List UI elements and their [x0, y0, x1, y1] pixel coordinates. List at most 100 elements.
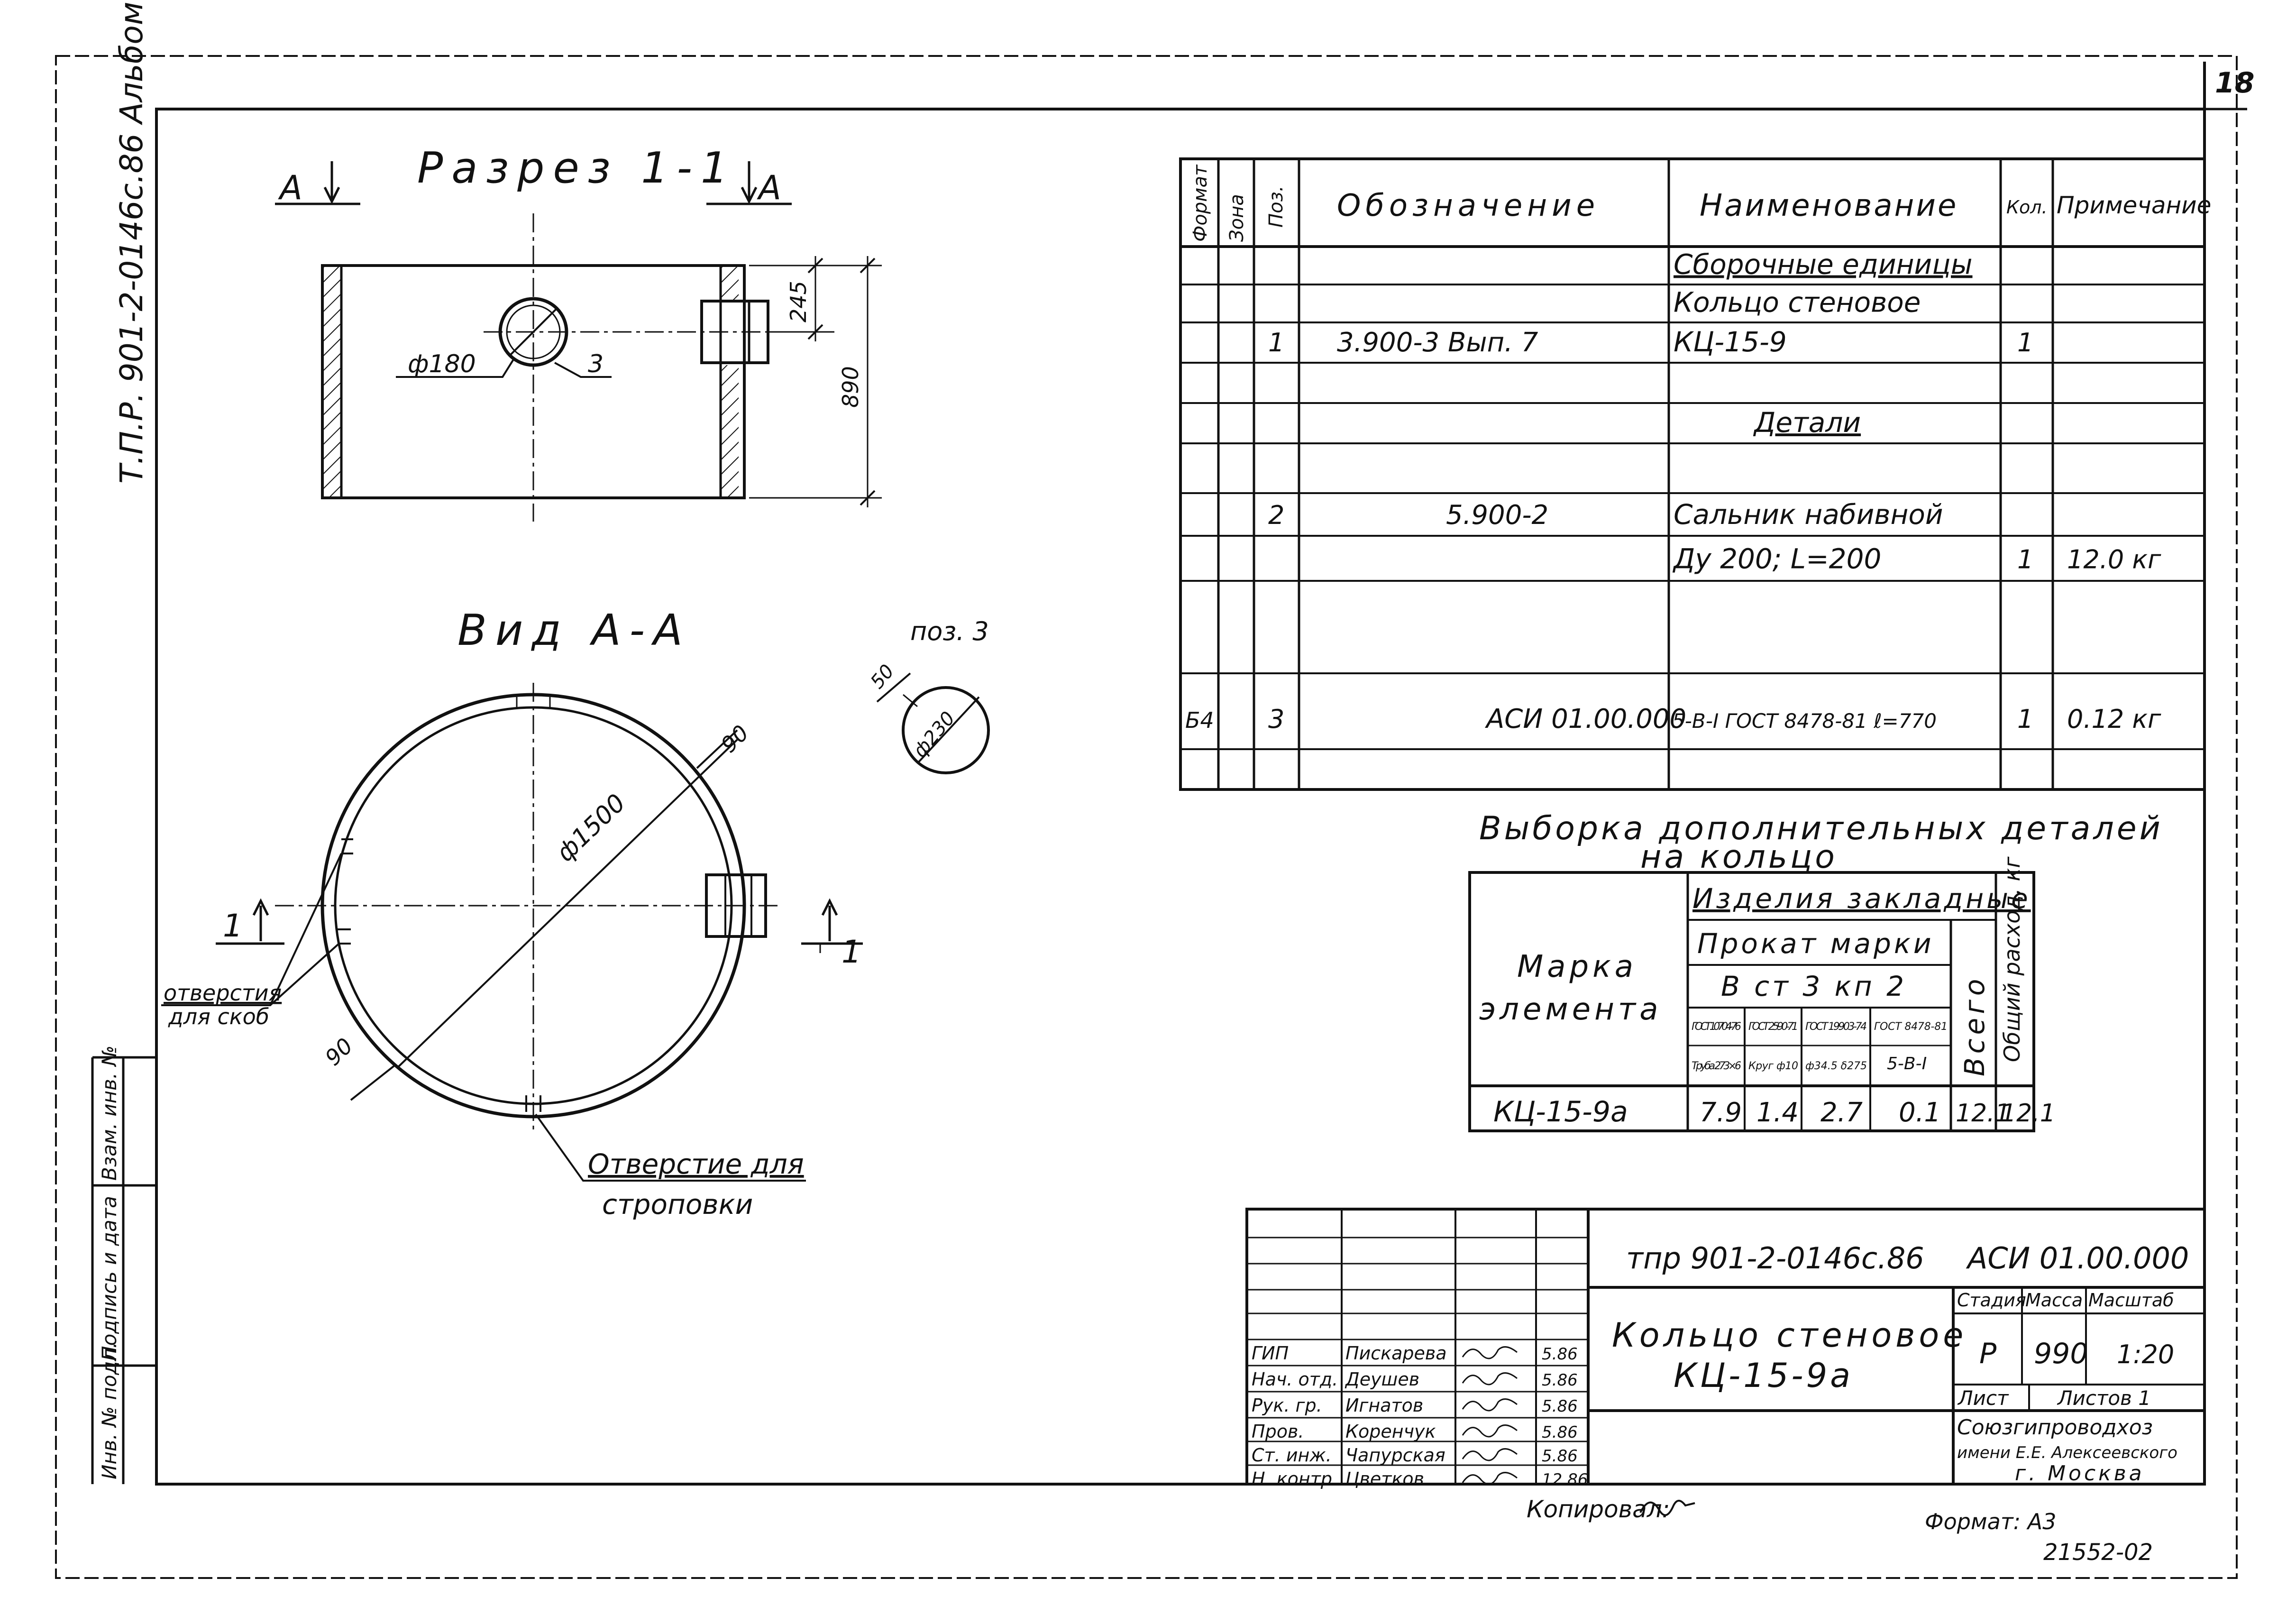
signature-name: Пискарева: [1345, 1343, 1447, 1364]
col-note-header: Примечание: [2057, 192, 2211, 219]
bracket-holes-note-2: для скоб: [168, 1004, 269, 1029]
spec-cell-pos: 3: [1268, 704, 1284, 734]
extra-title-1: Выборка дополнительных деталей: [1479, 810, 2163, 847]
format-label: Формат: А3: [1925, 1509, 2056, 1534]
signature-date: 5.86: [1542, 1423, 1578, 1442]
dim-offset-245: 245: [786, 281, 811, 322]
org-line-3: г. Москва: [2015, 1461, 2145, 1486]
side-stamp: Т.П.Р. 901-2-0146с.86 Альбом II: [113, 0, 150, 484]
signature-date: 12.86: [1542, 1470, 1588, 1489]
extra-total: 12.1: [1956, 1099, 2011, 1128]
extra-val-3: 2.7: [1820, 1097, 1863, 1128]
signature-role: Н. контр.: [1252, 1468, 1338, 1489]
signature-date-label: Подпись и дата: [98, 1196, 121, 1361]
signature-date: 5.86: [1542, 1345, 1578, 1364]
spec-cell-note: 0.12 кг: [2067, 704, 2161, 734]
org-line-1: Союзгипроводхоз: [1957, 1415, 2153, 1440]
sheet-label: Лист: [1957, 1386, 2009, 1410]
handwritten-signature: [1462, 1472, 1518, 1485]
signature-date: 5.86: [1542, 1371, 1578, 1390]
sheet-number: 18: [2215, 66, 2255, 100]
spec-cell-name: Сальник набивной: [1674, 498, 1943, 531]
signature-date: 5.86: [1542, 1397, 1578, 1416]
stage-header: Стадия: [1957, 1290, 2026, 1311]
wall-dim-top: 90: [716, 720, 754, 758]
lifting-hole-note-1: Отверстие для: [588, 1148, 804, 1180]
handwritten-signature: [1462, 1424, 1518, 1438]
handwritten-signature: [1462, 1346, 1518, 1359]
left-strip: [91, 1056, 156, 1484]
gost-1: ГОСТ 10704-76: [1692, 1021, 1741, 1033]
extra-col-mark-1: Марка: [1517, 949, 1637, 984]
spec-cell-qty: 1: [2017, 544, 2033, 574]
extra-val-4: 0.1: [1899, 1097, 1941, 1128]
scale-header: Масштаб: [2088, 1290, 2174, 1311]
col-qty-header: Кол.: [2006, 197, 2048, 218]
lifting-hole-note-2: строповки: [602, 1188, 753, 1220]
handwritten-signature: [1462, 1448, 1518, 1461]
copier-signature: [1639, 1500, 1695, 1516]
extra-col-total: Всего: [1958, 975, 1991, 1076]
spec-cell-name: Кольцо стеновое: [1674, 286, 1921, 319]
scale-value: 1:20: [2117, 1340, 2174, 1369]
extra-col-consumption: Общий расход, кг: [1999, 856, 2025, 1062]
copied-label: Копировал:: [1527, 1496, 1670, 1523]
spec-cell-name: Детали: [1753, 406, 1861, 439]
extra-col-mark-2: элемента: [1479, 992, 1662, 1027]
extra-val-2: 1.4: [1756, 1097, 1799, 1128]
signature-role: Пров.: [1252, 1421, 1304, 1442]
gost-2: ГОСТ 2590-71: [1748, 1021, 1798, 1033]
wall-dim-bottom: 90: [320, 1033, 358, 1071]
view-title: Вид А-А: [457, 606, 691, 655]
extra-gost-row: ГОСТ 10704-76 ГОСТ 2590-71 ГОСТ 19903-74…: [1692, 1021, 1948, 1073]
signature-name: Чапурская: [1345, 1445, 1445, 1466]
spec-cell-note: 12.0 кг: [2067, 544, 2161, 574]
spec-cell-pos: 1: [1268, 328, 1284, 358]
spec-cell-format: Б4: [1185, 707, 1214, 733]
stage-value: Р: [1979, 1337, 1997, 1370]
inv-number-label: Инв. № подл.: [98, 1342, 121, 1479]
specification-table: [1179, 157, 2206, 791]
view-a-a: Вид А-А: [161, 606, 863, 1220]
spec-cell-designation: 3.900-3 Вып. 7: [1337, 327, 1538, 358]
title-block: [1245, 1208, 2206, 1486]
extra-val-1: 7.9: [1700, 1097, 1742, 1128]
archive-number: 21552-02: [2043, 1539, 2153, 1566]
profile-4: 5-В-I: [1887, 1054, 1927, 1073]
handwritten-signature: [1462, 1398, 1518, 1412]
mass-header: Масса: [2025, 1290, 2083, 1311]
section-1-1: Разрез 1-1 А А: [275, 143, 882, 522]
spec-cell-designation: 5.900-2: [1446, 500, 1548, 531]
extra-consumption: 12.1: [2001, 1099, 2056, 1128]
replaced-inv-label: Взам. инв. №: [98, 1046, 121, 1181]
section-title: Разрез 1-1: [417, 143, 736, 193]
part-name-1: Кольцо стеновое: [1612, 1316, 1967, 1355]
extra-steel: В ст 3 кп 2: [1721, 970, 1907, 1002]
col-format-header: Формат: [1189, 164, 1211, 242]
gost-4: ГОСТ 8478-81: [1874, 1021, 1948, 1033]
hole-diameter-label: ф180: [408, 350, 476, 378]
section-mark-right: 1: [842, 934, 861, 970]
col-name-header: Наименование: [1700, 188, 1958, 223]
diameter-1500-label: ф1500: [551, 789, 631, 867]
profile-2: Круг ф10: [1748, 1060, 1798, 1072]
section-marker-left: А: [278, 168, 302, 207]
col-pos-header: Поз.: [1265, 185, 1287, 228]
spec-cell-qty: 1: [2017, 328, 2033, 358]
doc-designation: АСИ 01.00.000: [1966, 1241, 2189, 1275]
part-name-2: КЦ-15-9а: [1674, 1356, 1853, 1395]
signature-name: Игнатов: [1345, 1395, 1423, 1416]
pos3-title: поз. 3: [910, 616, 989, 646]
extra-parts-title: Выборка дополнительных деталей на кольцо: [1479, 810, 2163, 876]
section-marker-right: А: [757, 168, 781, 207]
spec-cell-designation: АСИ 01.00.000: [1485, 704, 1686, 734]
signature-role: Нач. отд.: [1252, 1369, 1338, 1390]
svg-text:Т.П.Р. 901-2-0146с.86 Альбом I: Т.П.Р. 901-2-0146с.86 Альбом II: [113, 0, 150, 484]
extra-group: Изделия закладные: [1692, 882, 2031, 915]
extra-title-2: на кольцо: [1640, 838, 1838, 876]
signature-date: 5.86: [1542, 1447, 1578, 1466]
profile-3: ф34.5 δ275: [1805, 1060, 1867, 1072]
